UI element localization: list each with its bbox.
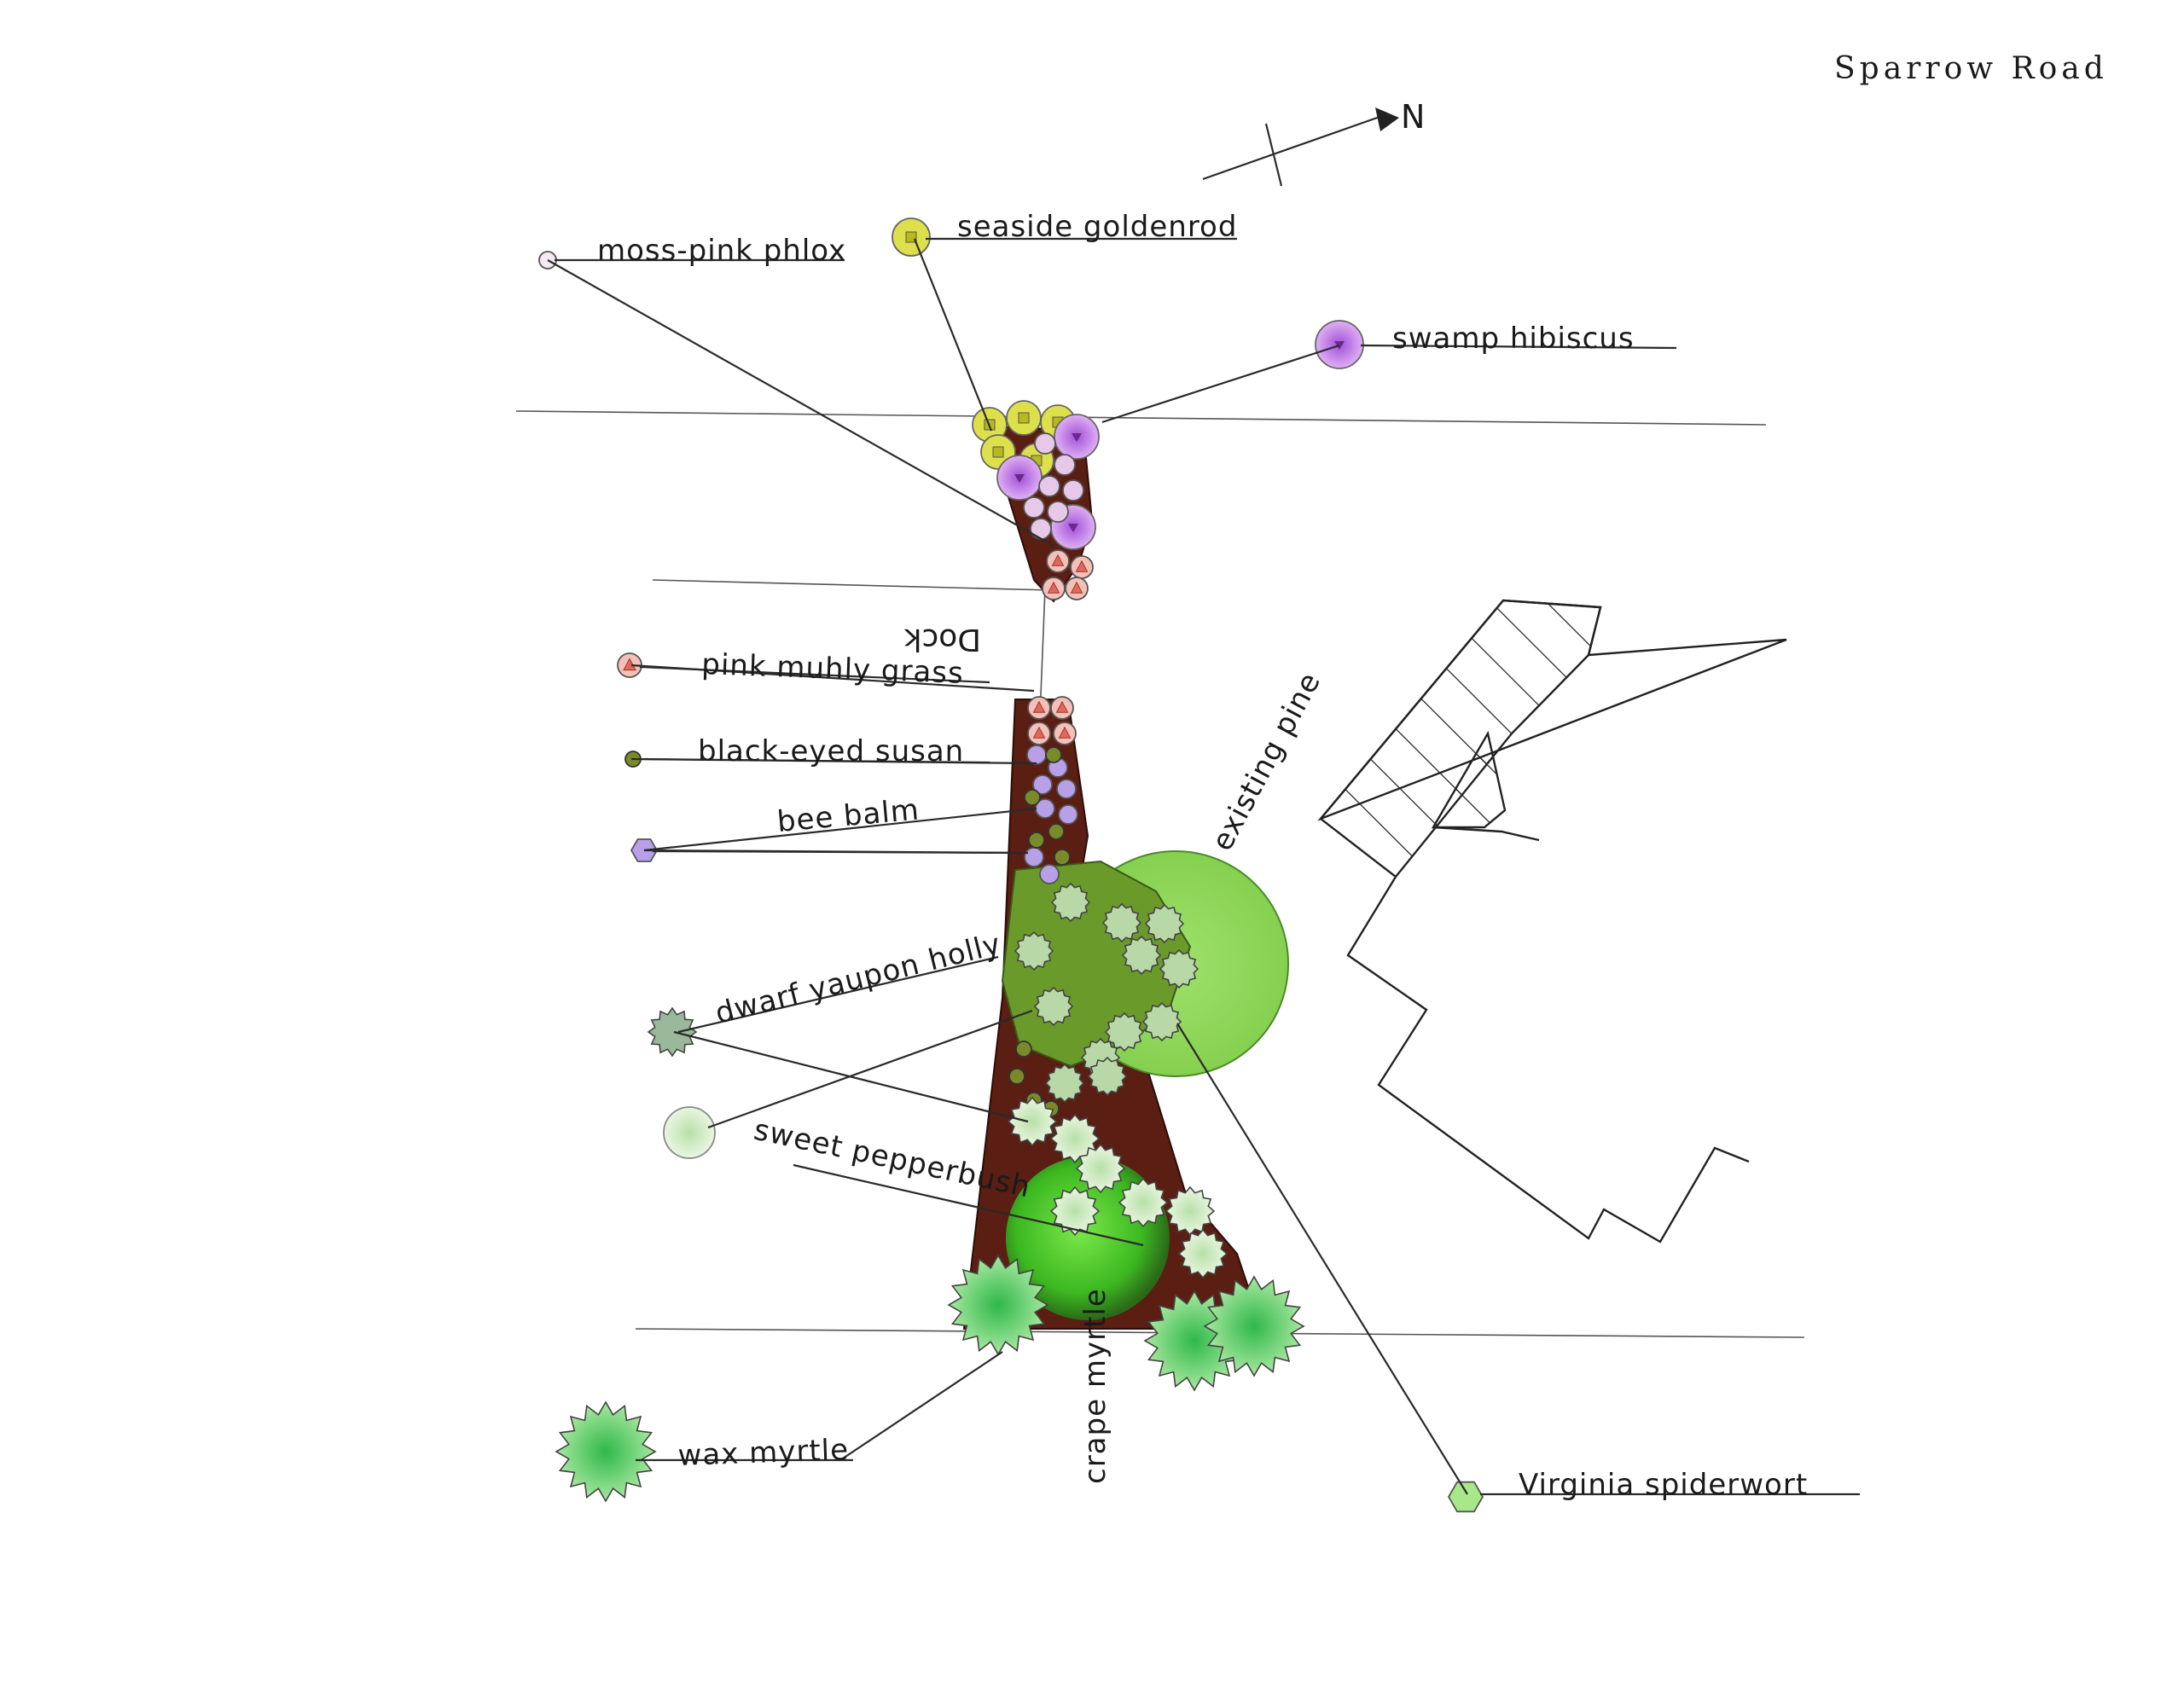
holly-shrub-10 — [1044, 1063, 1085, 1104]
bed-susan-0 — [1045, 746, 1062, 763]
label-existing-pine: existing pine — [1205, 667, 1328, 857]
bed-phlox-6 — [1030, 518, 1052, 540]
bed-pepperbush-2 — [1075, 1143, 1126, 1194]
bed-muhly-upper-2-mark — [1047, 581, 1060, 594]
dock-label: Dock — [903, 622, 981, 657]
bed-susan-4 — [1054, 849, 1071, 866]
spiderwort-symbol — [1447, 1481, 1484, 1513]
bed-phlox-5 — [1047, 501, 1069, 523]
holly-shrub-8 — [1141, 1001, 1182, 1042]
road-title: Sparrow Road — [1834, 51, 2108, 86]
bed-wax-myrtle-2 — [1203, 1275, 1305, 1377]
north-arrow: N — [1202, 98, 1425, 187]
bed-susan-5 — [1015, 1041, 1032, 1058]
bed-muhly-lower-3-mark — [1058, 726, 1072, 739]
holly-shrub-2 — [1144, 903, 1185, 944]
north-label: N — [1401, 98, 1425, 136]
label-moss-pink-phlox: moss-pink phlox — [597, 234, 846, 268]
label-underlines — [555, 237, 1860, 1496]
bed-bee-balm-5 — [1058, 804, 1078, 825]
bed-susan-6 — [1008, 1068, 1025, 1085]
label-seaside-goldenrod: seaside goldenrod — [957, 210, 1237, 244]
bed-bee-balm-7 — [1039, 864, 1060, 884]
label-virginia-spiderwort: Virginia spiderwort — [1519, 1468, 1808, 1502]
bed-hibiscus-0-mark — [1072, 433, 1082, 442]
bed-muhly-lower-2-mark — [1032, 726, 1046, 739]
holly-shrub-4 — [1121, 935, 1162, 976]
holly-shrub-6 — [1033, 986, 1074, 1027]
wax-myrtle-symbol — [555, 1400, 657, 1503]
pepperbush-symbol — [663, 1106, 716, 1159]
yaupon-symbol — [647, 1006, 698, 1058]
holly-shrub-3 — [1014, 930, 1054, 971]
holly-shrub-11 — [1087, 1056, 1128, 1097]
bed-muhly-lower-1-mark — [1055, 700, 1069, 713]
house-outline — [1317, 599, 1787, 1244]
label-wax-myrtle: wax myrtle — [677, 1433, 850, 1473]
bed-bee-balm-3 — [1056, 779, 1077, 799]
bed-muhly-lower-0-mark — [1032, 700, 1046, 713]
bed-susan-1 — [1024, 789, 1041, 806]
holly-shrub-7 — [1104, 1012, 1145, 1052]
bed-phlox-1 — [1054, 454, 1076, 476]
bed-hibiscus-1-mark — [1014, 474, 1025, 483]
label-dwarf-yaupon-holly: dwarf yaupon holly — [712, 927, 1005, 1031]
bed-phlox-2 — [1038, 475, 1060, 497]
holly-shrub-5 — [1159, 948, 1199, 989]
bed-goldenrod-3-mark — [992, 446, 1004, 458]
bed-phlox-0 — [1034, 432, 1056, 455]
bed-bee-balm-2 — [1032, 774, 1053, 795]
bed-muhly-upper-0-mark — [1051, 554, 1065, 566]
bed-hibiscus-2-mark — [1068, 524, 1078, 532]
bed-bee-balm-6 — [1024, 847, 1044, 867]
label-crape-myrtle: crape myrtle — [1078, 1288, 1112, 1484]
bed-susan-3 — [1028, 832, 1045, 849]
bed-muhly-upper-1-mark — [1075, 559, 1089, 572]
bed-wax-myrtle-0 — [947, 1254, 1049, 1356]
bed-phlox-3 — [1062, 479, 1084, 501]
label-swamp-hibiscus: swamp hibiscus — [1392, 322, 1635, 356]
goldenrod-symbol-mark — [905, 231, 917, 243]
holly-shrub-0 — [1050, 882, 1091, 923]
bed-susan-2 — [1048, 823, 1065, 840]
holly-shrub-1 — [1101, 902, 1142, 943]
bed-pepperbush-0 — [1007, 1096, 1058, 1147]
label-black-eyed-susan: black-eyed susan — [698, 734, 964, 768]
bed-goldenrod-1-mark — [1018, 412, 1030, 424]
bed-phlox-4 — [1023, 496, 1045, 519]
bed-bee-balm-0 — [1026, 745, 1047, 765]
plant-symbols — [538, 217, 1484, 1513]
bed-pepperbush-6 — [1177, 1228, 1228, 1279]
muhly-symbol-mark — [623, 658, 636, 671]
bed-muhly-upper-3-mark — [1070, 581, 1083, 594]
label-bee-balm: bee balm — [775, 793, 921, 839]
bed-pepperbush-4 — [1118, 1177, 1169, 1228]
